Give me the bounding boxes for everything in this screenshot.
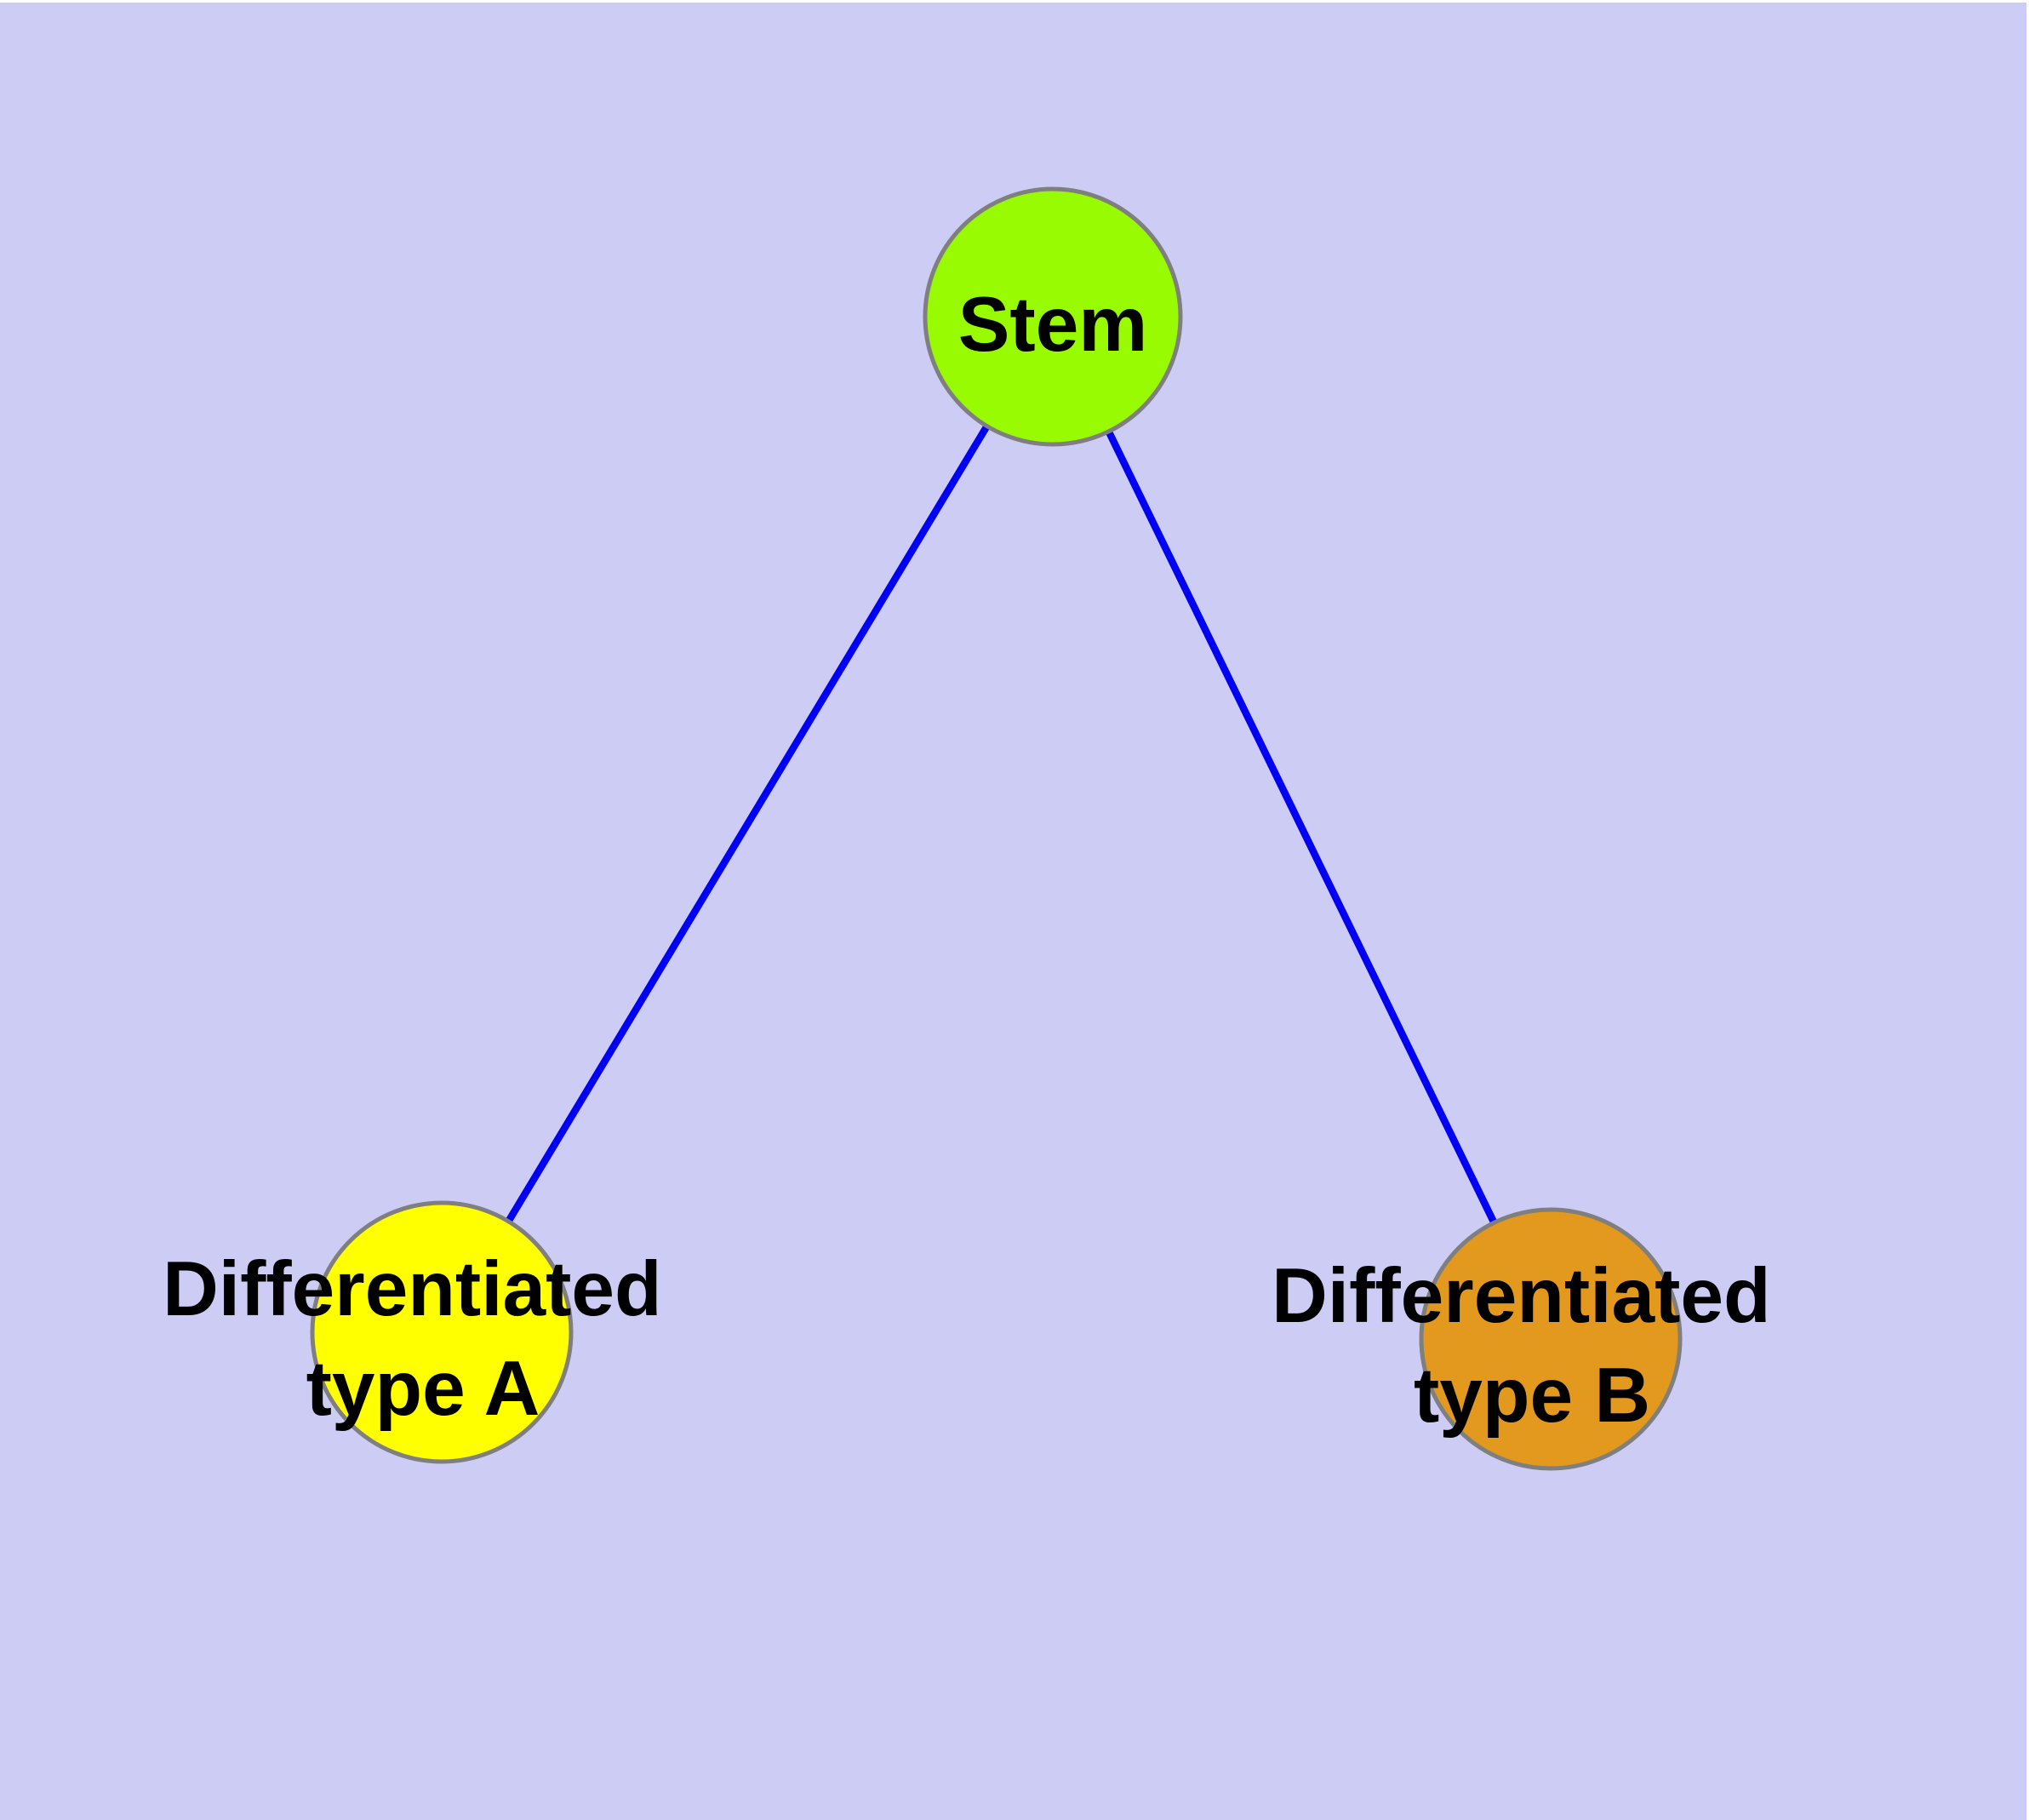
node-stem: Stem (923, 186, 1183, 447)
differentiated-type-a-label-line-1: Differentiated (163, 1246, 662, 1332)
differentiated-type-b-node-label: Differentiated type B (1272, 1253, 1792, 1439)
edge-stem-to-differentiated-type-a (438, 314, 1056, 1335)
differentiated-type-a-node-circle (310, 1200, 574, 1464)
node-differentiated-type-b: Differentiated type B (1272, 1207, 1792, 1471)
differentiated-type-b-label-line-2: type B (1414, 1353, 1650, 1439)
stem-node-label-line-1: Stem (958, 282, 1148, 368)
differentiated-type-b-node-circle (1419, 1207, 1683, 1471)
stem-node-circle (923, 186, 1183, 447)
node-differentiated-type-a: Differentiated type A (163, 1200, 683, 1464)
stem-node-label: Stem (958, 282, 1148, 368)
edge-stem-to-differentiated-type-b (1049, 315, 1554, 1341)
differentiated-type-a-label-line-2: type A (306, 1346, 540, 1432)
differentiated-type-b-label-line-1: Differentiated (1272, 1253, 1771, 1339)
edge-group (438, 314, 1554, 1341)
differentiated-type-a-node-label: Differentiated type A (163, 1246, 683, 1432)
